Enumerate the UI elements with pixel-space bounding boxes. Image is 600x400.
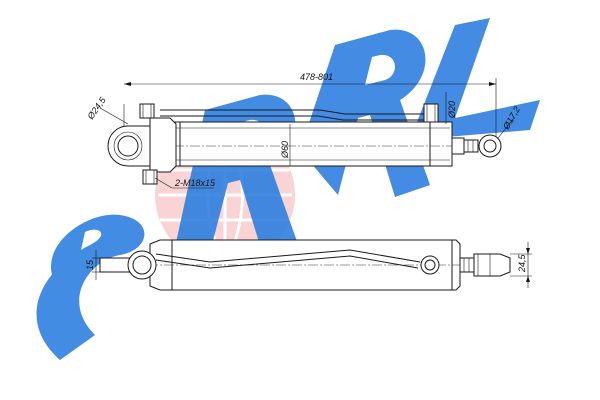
side-right-clevis [473, 253, 511, 277]
side-rod-end [459, 257, 475, 273]
overall-length-label: 478-801 [300, 72, 333, 82]
port-thread-label: 2-M18x15 [174, 178, 216, 188]
side-left-rod [99, 257, 131, 273]
rod-diameter-label: Ø20 [447, 101, 457, 119]
head-cap [149, 117, 177, 173]
width-small-label: 15 [85, 259, 95, 270]
port-fitting-bottom [142, 169, 158, 185]
width-right-label: 24,5 [517, 253, 527, 273]
bore-diameter-label: Ø60 [280, 141, 290, 159]
side-left-eye [127, 250, 157, 280]
side-pipe [155, 249, 421, 263]
watermark [36, 18, 540, 360]
right-eye [478, 134, 502, 158]
right-eye-bore [483, 139, 497, 153]
external-pipe-top [160, 109, 424, 115]
port-fitting-top-left [139, 103, 155, 119]
cylinder-side-view: 15 24,5 [85, 239, 532, 291]
cylinder-barrel [169, 121, 453, 167]
eye-diameter-left-label: Ø24,5 [85, 95, 108, 122]
rod-end-nut [463, 139, 479, 153]
rod-end-gland [451, 137, 465, 155]
side-right-port [420, 255, 440, 275]
port-fitting-top-right [423, 103, 439, 123]
left-eye-bore [117, 135, 139, 157]
